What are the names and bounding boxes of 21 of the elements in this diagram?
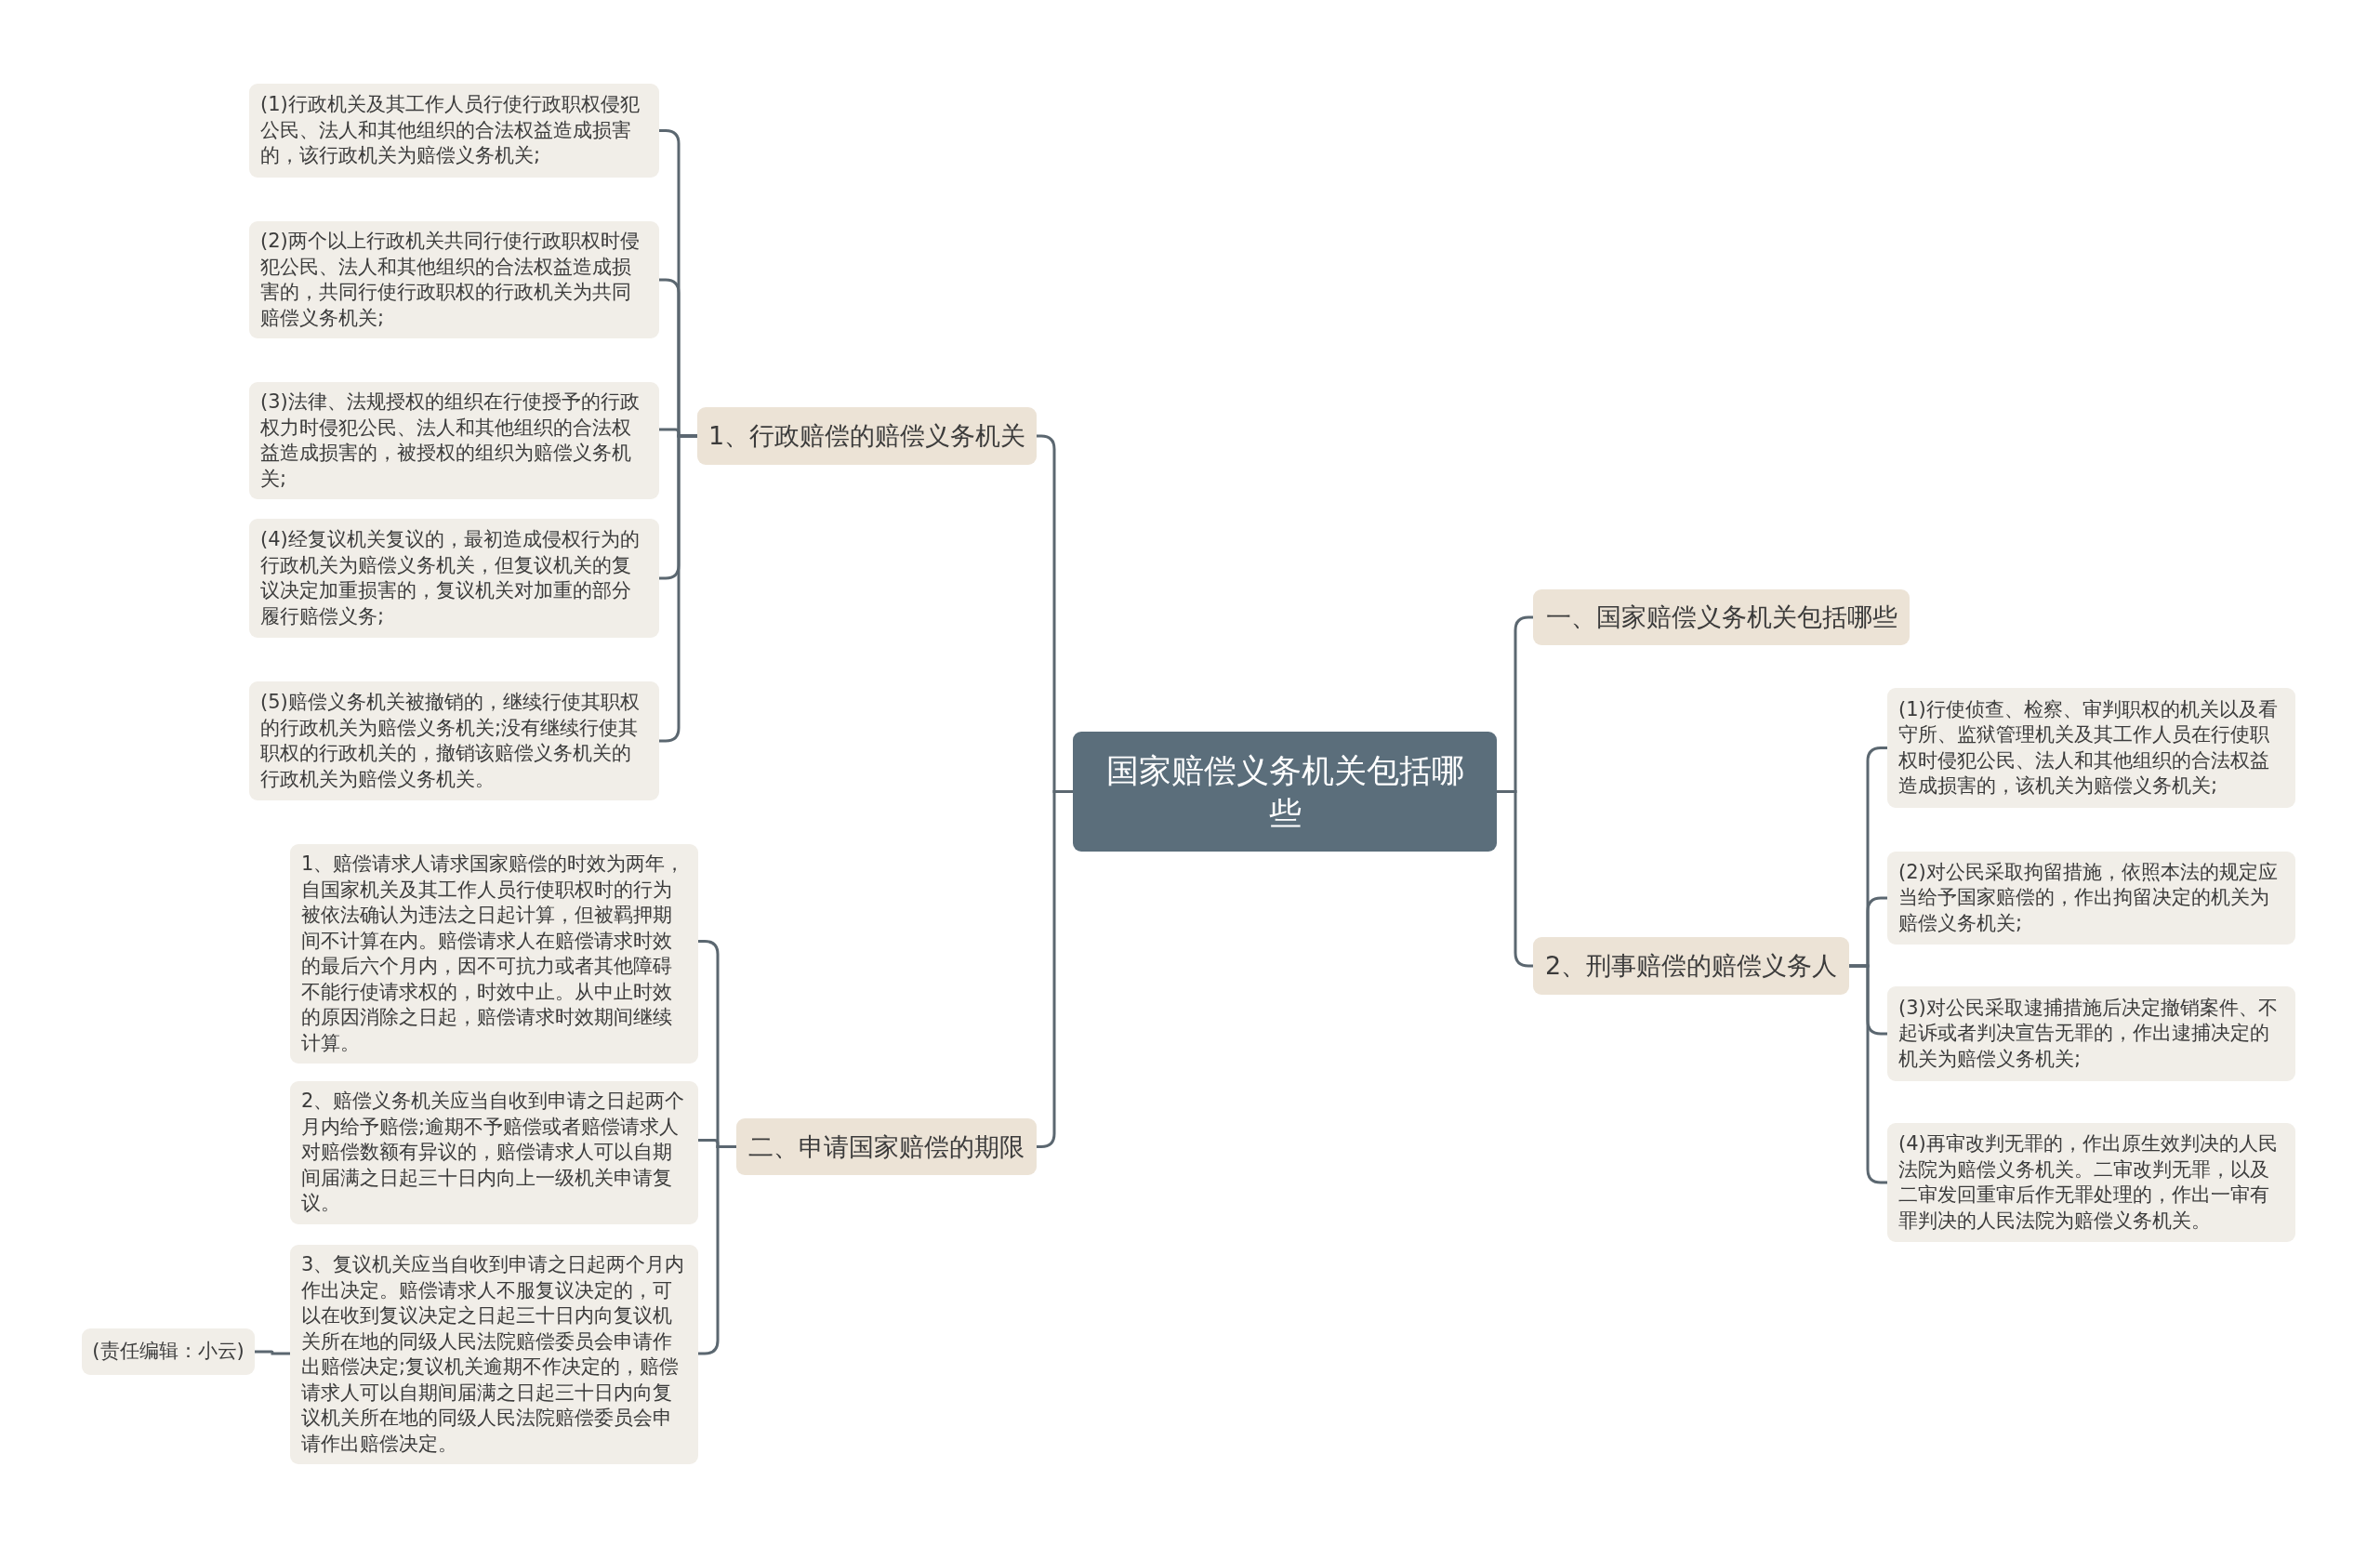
note-card: (5)赔偿义务机关被撤销的，继续行使其职权的行政机关为赔偿义务机关;没有继续行使其职权的行政机关的，撤销该赔偿义务机关的行政机关为赔偿义务机关。 (249, 681, 659, 800)
connector-line (659, 434, 697, 743)
note-card: (4)经复议机关复议的，最初造成侵权行为的行政机关为赔偿义务机关，但复议机关的复议决定加重损害的，复议机关对加重的部分履行赔偿义务; (249, 519, 659, 638)
topic-box: 2、刑事赔偿的赔偿义务人 (1533, 937, 1849, 995)
note-card: (3)对公民采取逮捕措施后决定撤销案件、不起诉或者判决宣告无罪的，作出逮捕决定的机关为赔偿义务机关; (1887, 986, 2295, 1081)
note-card: (2)两个以上行政机关共同行使行政职权时侵犯公民、法人和其他组织的合法权益造成损害的，共同行使行政职权的行政机关为共同赔偿义务机关; (249, 221, 659, 338)
note-card: 1、赔偿请求人请求国家赔偿的时效为两年，自国家机关及其工作人员行使职权时的行为被依法确认为违法之日起计算，但被羁押期间不计算在内。赔偿请求人在赔偿请求时效的最后六个月内，因不可抗力或者其他障碍不能行使请求权的，时效中止。从中止时效的原因消除之日起，赔偿请求时效期间继续计算。 (290, 844, 698, 1064)
note-card: 3、复议机关应当自收到申请之日起两个月内作出决定。赔偿请求人不服复议决定的，可以在收到复议决定之日起三十日内向复议机关所在地的同级人民法院赔偿委员会申请作出赔偿决定;复议机关逾期不作决定的，赔偿请求人可以自期间届满之日起三十日内向复议机关所在地的同级人民法院赔偿委员会申请作出赔偿决定。 (290, 1245, 698, 1464)
topic-box: 一、国家赔偿义务机关包括哪些 (1533, 589, 1910, 645)
central-topic-box: 国家赔偿义务机关包括哪些 (1073, 732, 1497, 852)
connector-line (255, 1350, 290, 1355)
note-card: (1)行使侦查、检察、审判职权的机关以及看守所、监狱管理机关及其工作人员在行使职权时侵犯公民、法人和其他组织的合法权益造成损害的，该机关为赔偿义务机关; (1887, 688, 2295, 808)
topic-box: 1、行政赔偿的赔偿义务机关 (697, 407, 1037, 465)
note-card: 2、赔偿义务机关应当自收到申请之日起两个月内给予赔偿;逾期不予赔偿或者赔偿请求人对赔偿数额有异议的，赔偿请求人可以自期间届满之日起三十日内向上一级机关申请复议。 (290, 1081, 698, 1224)
note-card: (3)法律、法规授权的组织在行使授予的行政权力时侵犯公民、法人和其他组织的合法权益造成损害的，被授权的组织为赔偿义务机关; (249, 382, 659, 499)
note-card: (1)行政机关及其工作人员行使行政职权侵犯公民、法人和其他组织的合法权益造成损害的，该行政机关为赔偿义务机关; (249, 84, 659, 178)
connector-line (1849, 964, 1887, 1184)
note-card: (4)再审改判无罪的，作出原生效判决的人民法院为赔偿义务机关。二审改判无罪，以及二审发回重审后作无罪处理的，作出一审有罪判决的人民法院为赔偿义务机关。 (1887, 1123, 2295, 1242)
topic-box: 二、申请国家赔偿的期限 (736, 1118, 1037, 1175)
note-card: (责任编辑：小云) (82, 1328, 255, 1375)
note-card: (2)对公民采取拘留措施，依照本法的规定应当给予国家赔偿的，作出拘留决定的机关为赔偿义务机关; (1887, 852, 2295, 945)
